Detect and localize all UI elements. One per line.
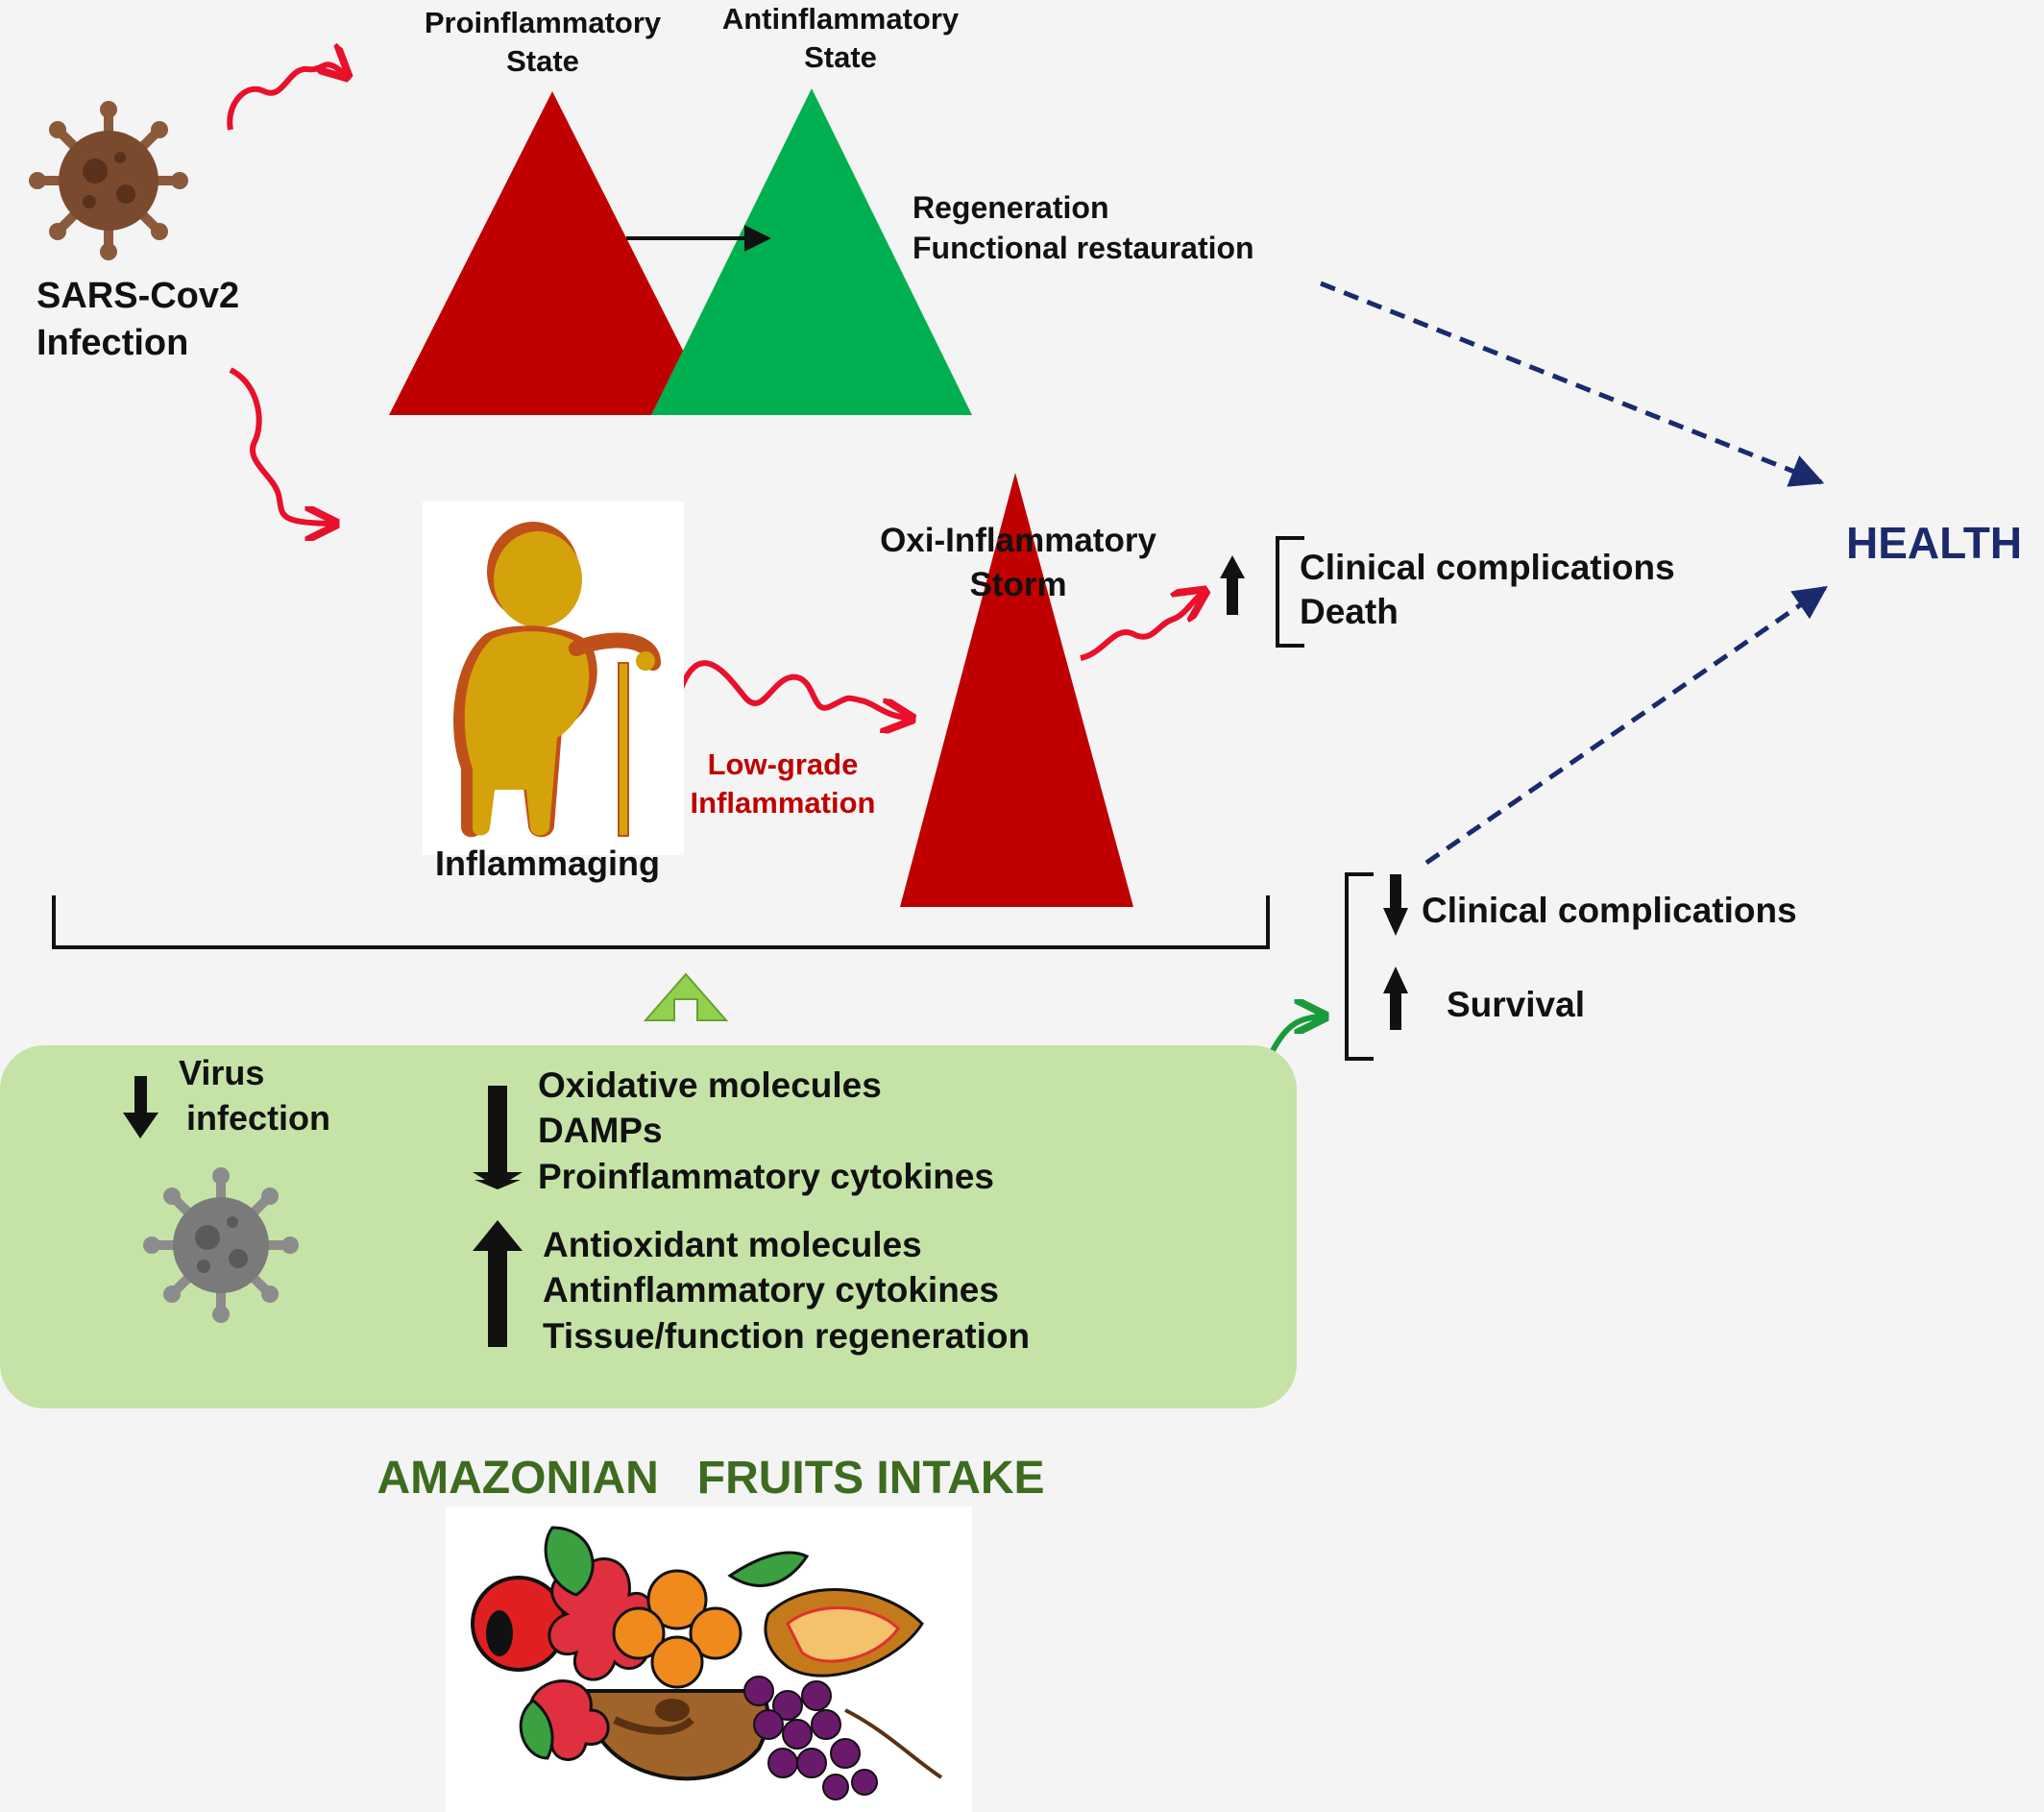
- proinflammatory-triangle: [389, 91, 716, 415]
- wavy-arrow-top: [227, 64, 348, 131]
- storm-triangle: [900, 473, 1133, 907]
- elderly-person-icon: [423, 502, 684, 855]
- up-item: Antinflammatory cytokines: [543, 1270, 999, 1310]
- bracket-survival: [1345, 872, 1374, 1061]
- down-item: DAMPs: [538, 1111, 663, 1151]
- wavy-arrow-storm: [1080, 591, 1205, 661]
- virus-icon: [29, 101, 188, 260]
- bracket-main: [52, 895, 1270, 949]
- arrow-down-virus: [123, 1076, 158, 1139]
- down-list: Oxidative molecules DAMPs Proinflammator…: [538, 1063, 994, 1199]
- arrow-down-oxidative: [473, 1086, 523, 1189]
- fruit-basket-icon: [446, 1506, 972, 1812]
- green-up-arrow: [643, 972, 729, 1021]
- down-item: Proinflammatory cytokines: [538, 1156, 994, 1196]
- arrow-up-survival: [1383, 967, 1408, 1030]
- dashed-arrow-health-top: [1320, 281, 1825, 487]
- gray-virus-icon: [143, 1167, 299, 1323]
- health-label: HEALTH: [1846, 518, 2023, 568]
- amazonian-label: AMAZONIAN FRUITS INTAKE: [377, 1453, 1045, 1504]
- wavy-arrow-down: [229, 367, 336, 524]
- survival-label: Survival: [1447, 985, 1585, 1024]
- down-item: Oxidative molecules: [538, 1065, 882, 1105]
- inflammaging-label: Inflammaging: [434, 844, 661, 883]
- bracket-death: [1276, 536, 1304, 648]
- up-item: Antioxidant molecules: [543, 1225, 922, 1264]
- clinical-complications-down-label: Clinical complications: [1422, 891, 1797, 930]
- arrow-down-complications: [1383, 874, 1408, 936]
- arrow-up-complications: [1220, 555, 1245, 615]
- up-item: Tissue/function regeneration: [543, 1315, 1031, 1356]
- antiinflammatory-triangle: [651, 88, 972, 415]
- wavy-arrow-lowgrade: [669, 660, 912, 721]
- arrow-up-antioxidant: [473, 1220, 523, 1347]
- dashed-arrow-health-bottom: [1424, 585, 1828, 866]
- up-list: Antioxidant molecules Antinflammatory cy…: [543, 1222, 1030, 1359]
